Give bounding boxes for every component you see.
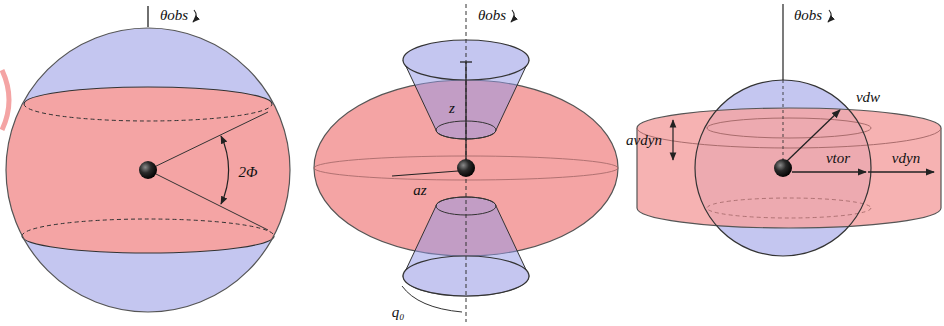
lower-cap xyxy=(403,256,529,296)
drawing-part xyxy=(24,87,272,104)
black-hole xyxy=(139,161,157,179)
drawing-part xyxy=(22,219,274,236)
symbol-label: θobs xyxy=(160,8,188,23)
band-bottom xyxy=(22,219,274,253)
drawing-part xyxy=(314,156,618,180)
drawing-part xyxy=(782,4,783,80)
drawing-part xyxy=(828,10,831,22)
symbol-label: θobs xyxy=(794,8,822,23)
band-top xyxy=(24,87,272,121)
symbol-label: vtor xyxy=(826,151,850,166)
radius-line xyxy=(392,171,458,176)
symbol-label: 2Φ xyxy=(239,165,258,180)
drawing-part xyxy=(0,87,300,253)
q0-bracket xyxy=(402,286,462,312)
dynamic-velocity-arrow xyxy=(868,171,934,172)
drawing-part xyxy=(24,104,272,121)
drawing-part xyxy=(511,10,514,22)
lower-cone xyxy=(403,197,529,296)
symbol-label: az xyxy=(413,183,426,198)
symbol-label: θobs xyxy=(478,8,506,23)
torus xyxy=(637,108,941,228)
torus-velocity-arrow xyxy=(792,171,866,172)
drawing-part xyxy=(783,80,784,160)
partial-ring xyxy=(2,70,9,130)
black-hole xyxy=(457,159,475,177)
symbol-label: vdyn xyxy=(892,151,920,166)
symbol-label: z xyxy=(449,101,455,116)
symbol-label: q₀ xyxy=(392,305,405,320)
drawing-part xyxy=(6,28,290,312)
symbol-label: vdw xyxy=(856,90,880,105)
torus-band xyxy=(0,104,300,236)
cone-model xyxy=(314,4,618,322)
sphere-model xyxy=(0,6,300,312)
drawing-part xyxy=(460,61,472,62)
drawing-part xyxy=(695,80,871,256)
wind-torus-model xyxy=(637,4,941,256)
drawing-part xyxy=(436,197,496,215)
drawing-part xyxy=(148,112,268,170)
black-hole xyxy=(774,159,792,177)
drawing-part xyxy=(707,118,871,138)
drawing-part xyxy=(465,62,466,160)
drawing-part xyxy=(147,6,148,27)
drawing-part xyxy=(193,10,196,22)
height-arrow xyxy=(672,120,673,160)
drawing-part xyxy=(707,198,871,218)
symbol-label: avdyn xyxy=(626,133,662,148)
opening-angle-arc xyxy=(221,136,229,204)
drawing-part xyxy=(22,236,274,253)
